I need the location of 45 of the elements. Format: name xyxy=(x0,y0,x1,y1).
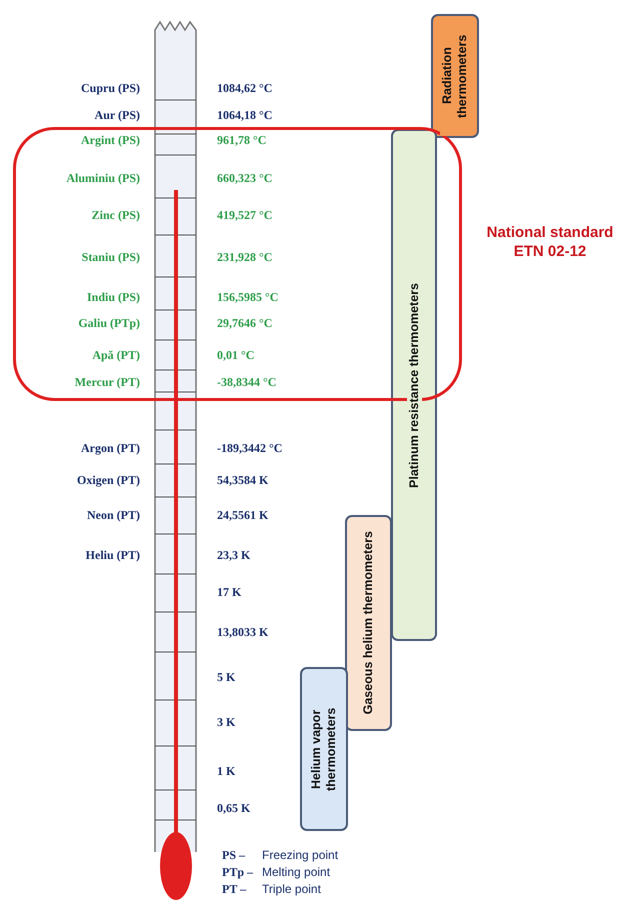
temperature-value: 660,323 °C xyxy=(217,171,272,185)
temperature-value: 0,65 K xyxy=(217,801,250,815)
temperature-value: 1 K xyxy=(217,764,236,778)
abbreviation-meaning: Triple point xyxy=(262,882,321,896)
temperature-value: 961,78 °C xyxy=(217,133,266,147)
range-band: Helium vapor thermometers xyxy=(300,667,348,831)
fixed-point-name: Oxigen (PT) xyxy=(77,473,140,487)
fixed-point-name: Apă (PT) xyxy=(92,348,140,362)
fixed-point-name: Indiu (PS) xyxy=(86,290,140,304)
temperature-value: 13,8033 K xyxy=(217,625,268,639)
abbreviation-meaning: Freezing point xyxy=(262,848,338,862)
temperature-value: 5 K xyxy=(217,670,236,684)
temperature-value: 3 K xyxy=(217,715,236,729)
temperature-value: 29,7646 °C xyxy=(217,316,272,330)
fixed-point-name: Staniu (PS) xyxy=(82,250,140,264)
fixed-point-name: Galiu (PTp) xyxy=(78,316,140,330)
temperature-value: 1084,62 °C xyxy=(217,81,272,95)
temperature-value: 1064,18 °C xyxy=(217,108,272,122)
temperature-value: 231,928 °C xyxy=(217,250,272,264)
fixed-point-name: Mercur (PT) xyxy=(74,375,140,389)
fixed-point-name: Argon (PT) xyxy=(81,441,140,455)
temperature-value: 17 K xyxy=(217,585,242,599)
abbreviation: PT – xyxy=(222,882,246,896)
temperature-value: 419,527 °C xyxy=(217,208,272,222)
fixed-point-name: Cupru (PS) xyxy=(80,81,140,95)
fixed-point-name: Heliu (PT) xyxy=(86,548,140,562)
temperature-value: 24,5561 K xyxy=(217,508,268,522)
fixed-point-name: Aluminiu (PS) xyxy=(66,171,140,185)
temperature-value: 23,3 K xyxy=(217,548,250,562)
temperature-value: -189,3442 °C xyxy=(217,441,282,455)
range-band: Platinum resistance thermometers xyxy=(391,129,437,641)
temperature-value: -38,8344 °C xyxy=(217,375,276,389)
fixed-point-name: Zinc (PS) xyxy=(92,208,140,222)
abbreviation: PTp – xyxy=(222,865,254,879)
temperature-value: 54,3584 K xyxy=(217,473,268,487)
abbreviation-meaning: Melting point xyxy=(262,865,330,879)
fixed-point-name: Aur (PS) xyxy=(94,108,140,122)
temperature-value: 0,01 °C xyxy=(217,348,254,362)
frame-title: National standard ETN 02-12 xyxy=(486,223,614,261)
fixed-point-name: Neon (PT) xyxy=(87,508,140,522)
temperature-value: 156,5985 °C xyxy=(217,290,278,304)
range-band: Radiation thermometers xyxy=(431,14,479,138)
abbreviation: PS – xyxy=(222,848,246,862)
fixed-point-name: Argint (PS) xyxy=(81,133,140,147)
range-band: Gaseous helium thermometers xyxy=(345,515,392,731)
